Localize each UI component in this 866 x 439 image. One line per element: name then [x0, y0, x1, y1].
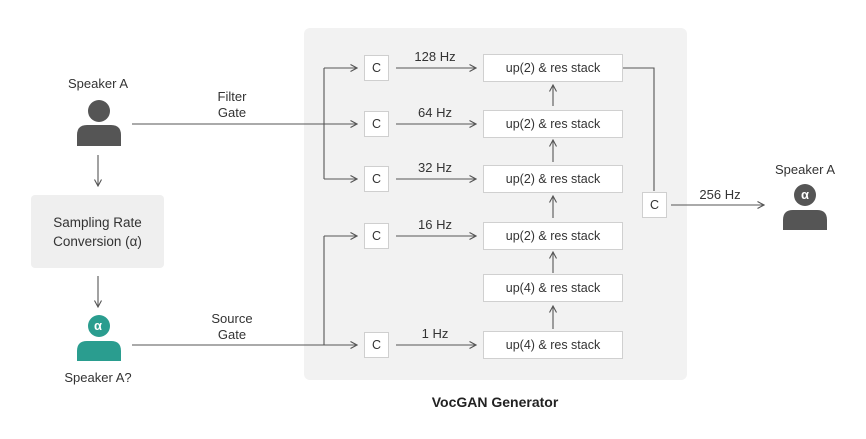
generator-panel	[304, 28, 687, 380]
speaker-output-label: Speaker A	[775, 162, 835, 177]
stack-box-1: up(2) & res stack	[483, 54, 623, 82]
filter-gate-line2: Gate	[217, 105, 247, 120]
speaker-converted-label: Speaker A?	[64, 370, 132, 385]
converter-line1: Sampling Rate	[53, 214, 142, 230]
alpha-symbol-output: α	[801, 187, 809, 202]
rate-label-128hz: 128 Hz	[414, 49, 456, 64]
rate-label-64hz: 64 Hz	[418, 105, 452, 120]
stack-box-3: up(2) & res stack	[483, 165, 623, 193]
alpha-symbol-converted: α	[94, 318, 102, 333]
stack-box-6: up(4) & res stack	[483, 331, 623, 359]
stack-box-4: up(2) & res stack	[483, 222, 623, 250]
speaker-input-person-icon	[77, 100, 121, 146]
concat-box-final: C	[642, 192, 667, 218]
concat-box-32hz: C	[364, 166, 389, 192]
filter-gate-label: Filter Gate	[202, 89, 262, 121]
source-gate-line1: Source	[211, 311, 253, 326]
speaker-output-person-icon	[783, 184, 827, 230]
sampling-rate-conversion-box: Sampling Rate Conversion (α)	[31, 195, 164, 268]
concat-box-64hz: C	[364, 111, 389, 137]
output-rate-label: 256 Hz	[699, 187, 741, 202]
rate-label-1hz: 1 Hz	[421, 326, 449, 341]
filter-gate-line1: Filter	[217, 89, 247, 104]
rate-label-32hz: 32 Hz	[418, 160, 452, 175]
line-top-stack-to-final-c	[623, 67, 655, 191]
concat-box-16hz: C	[364, 223, 389, 249]
stack-box-5: up(4) & res stack	[483, 274, 623, 302]
converter-line2: Conversion (α)	[53, 233, 142, 249]
concat-box-128hz: C	[364, 55, 389, 81]
speaker-input-label: Speaker A	[68, 76, 128, 91]
source-gate-line2: Gate	[217, 327, 247, 342]
source-gate-label: Source Gate	[202, 311, 262, 343]
stack-box-2: up(2) & res stack	[483, 110, 623, 138]
rate-label-16hz: 16 Hz	[418, 217, 452, 232]
speaker-converted-person-icon	[77, 315, 121, 361]
concat-box-1hz: C	[364, 332, 389, 358]
generator-title: VocGAN Generator	[431, 394, 559, 410]
